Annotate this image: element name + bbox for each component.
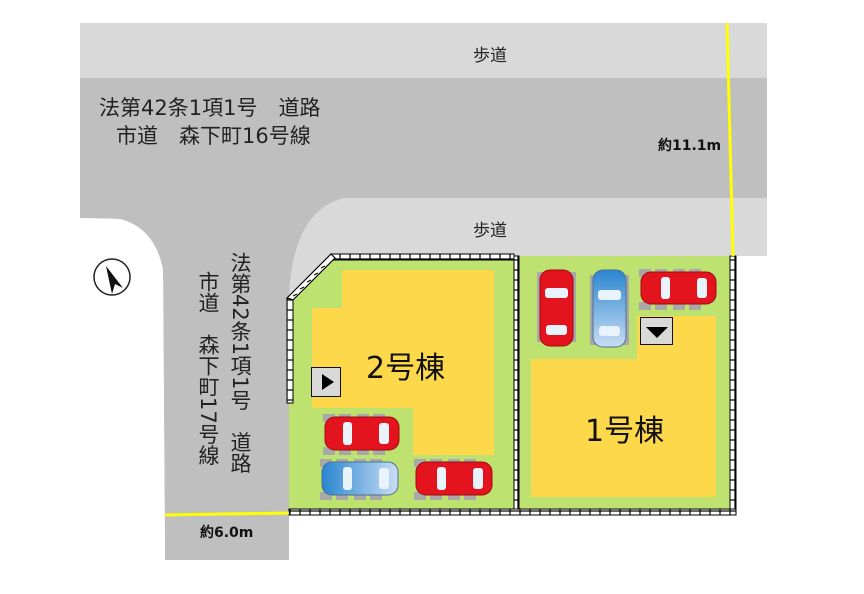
car-blue-2 bbox=[590, 269, 629, 348]
side-road-dimension-line bbox=[164, 511, 290, 517]
car-blue-1 bbox=[320, 459, 399, 500]
car-red-3 bbox=[537, 269, 576, 347]
building-2 bbox=[312, 270, 494, 455]
car-red-1 bbox=[323, 414, 400, 455]
building-1 bbox=[531, 316, 716, 497]
sidewalk-top bbox=[80, 23, 767, 78]
lot-1-entry-marker bbox=[640, 317, 673, 345]
side-road-label-col2: 市道 森下町17号線 bbox=[196, 271, 220, 466]
main-road-label-line2: 市道 森下町16号線 bbox=[116, 124, 311, 148]
lot-2-entry-marker bbox=[311, 367, 341, 397]
north-arrow-icon bbox=[93, 258, 131, 296]
sidewalk-bottom-label: 歩道 bbox=[473, 221, 507, 241]
sidewalk-top-label: 歩道 bbox=[473, 46, 507, 66]
main-road-label-line1: 法第42条1項1号 道路 bbox=[99, 96, 321, 120]
side-road-label-col1: 法第42条1項1号 道路 bbox=[228, 252, 252, 474]
side-road-width-label: 約6.0m bbox=[200, 525, 254, 541]
main-road-dimension-line bbox=[725, 22, 735, 257]
sidewalk-bottom bbox=[289, 198, 767, 300]
main-road-width-label: 約11.1m bbox=[658, 138, 722, 154]
car-red-4 bbox=[639, 269, 717, 310]
triangle-right-icon bbox=[321, 374, 334, 390]
side-road bbox=[80, 198, 345, 560]
lot-2-label: 2号棟 bbox=[366, 351, 446, 386]
triangle-down-icon bbox=[645, 327, 668, 338]
main-road bbox=[80, 78, 767, 198]
car-red-2 bbox=[414, 459, 493, 500]
lot-1-label: 1号棟 bbox=[585, 414, 665, 449]
